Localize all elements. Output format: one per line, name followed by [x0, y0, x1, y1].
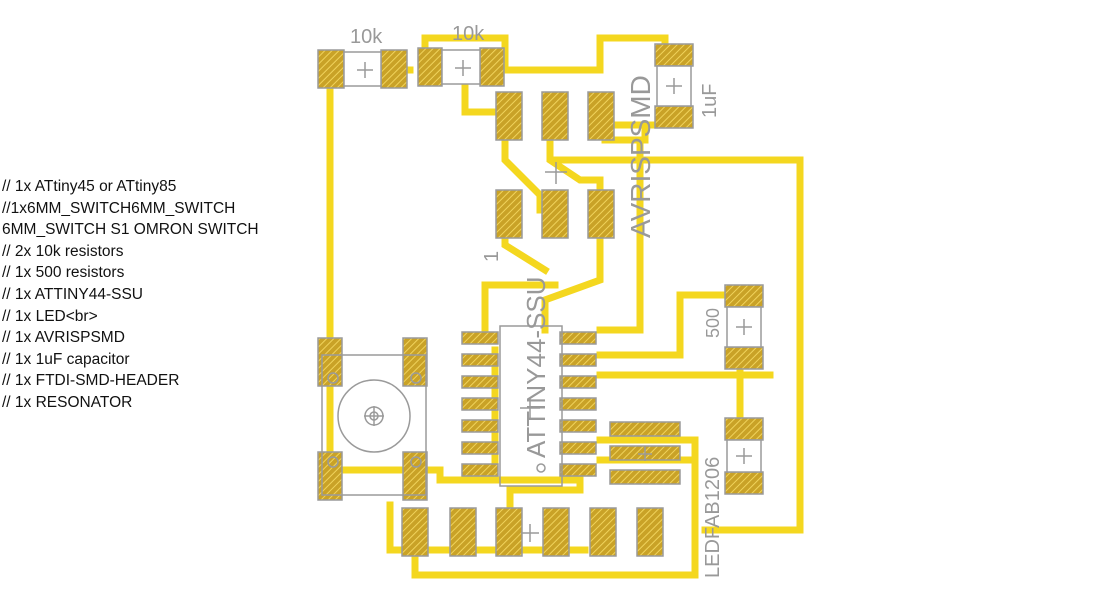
center-mark — [520, 398, 540, 418]
note-line: 6MM_SWITCH S1 OMRON SWITCH — [2, 221, 259, 239]
pad — [589, 507, 617, 557]
note-line: // 1x FTDI-SMD-HEADER — [2, 372, 180, 390]
pad — [724, 346, 764, 370]
label-resistor-10k-b: 10k — [452, 23, 485, 45]
pad — [609, 469, 681, 485]
pin1-marker — [536, 463, 546, 473]
pad — [542, 507, 570, 557]
pad — [636, 507, 664, 557]
note-line: // 1x 1uF capacitor — [2, 350, 130, 368]
label-resistor-10k-a: 10k — [350, 26, 383, 48]
trace — [481, 281, 559, 334]
pad — [559, 463, 597, 477]
pad — [559, 397, 597, 411]
pad — [559, 331, 597, 345]
pad — [724, 471, 764, 495]
pad — [559, 419, 597, 433]
center-mark — [666, 78, 682, 94]
trace — [541, 106, 604, 334]
note-line: // 2x 10k resistors — [2, 242, 124, 260]
pad — [495, 91, 523, 141]
note-line: // 1x LED<br> — [2, 307, 98, 325]
pad — [587, 91, 615, 141]
label-pin1: 1 — [481, 251, 503, 262]
note-line: // 1x AVRISPSMD — [2, 329, 125, 347]
switch-corner — [327, 372, 339, 384]
note-line: //1x6MM_SWITCH6MM_SWITCH — [2, 199, 236, 217]
pad — [654, 43, 694, 67]
trace — [596, 136, 644, 334]
trace — [501, 121, 544, 214]
pad — [402, 337, 428, 387]
center-mark — [736, 319, 752, 335]
switch-corner — [327, 456, 339, 468]
component-notes: // 1x ATtiny45 or ATtiny85 //1x6MM_SWITC… — [2, 176, 259, 414]
pad — [559, 353, 597, 367]
center-mark — [521, 524, 539, 542]
pad — [724, 417, 764, 441]
pad — [541, 189, 569, 239]
pad — [724, 284, 764, 308]
center-mark — [736, 448, 752, 464]
pad — [587, 189, 615, 239]
center-mark — [545, 162, 567, 184]
pad — [461, 441, 499, 455]
switch-corner — [410, 372, 422, 384]
pad — [417, 47, 443, 87]
switch-corner — [410, 456, 422, 468]
label-chip: ATTINY44-SSU — [521, 276, 551, 458]
silkscreen — [321, 49, 762, 542]
pad — [380, 49, 408, 89]
switch-outline — [321, 354, 427, 496]
pad — [317, 49, 345, 89]
label-avrispsmd: AVRISPSMD — [625, 75, 656, 238]
center-mark — [357, 62, 373, 78]
pad — [495, 507, 523, 557]
pad — [461, 419, 499, 433]
pad — [495, 189, 523, 239]
note-line: // 1x RESONATOR — [2, 393, 133, 411]
trace — [411, 436, 699, 579]
pad — [559, 441, 597, 455]
note-line: // 1x ATtiny45 or ATtiny85 — [2, 178, 177, 195]
pad — [654, 105, 694, 129]
note-line: // 1x ATTINY44-SSU — [2, 285, 143, 303]
pad — [541, 91, 569, 141]
component-outline — [441, 49, 481, 85]
pads — [317, 43, 764, 557]
pad — [609, 421, 681, 437]
pad — [401, 507, 429, 557]
center-mark — [638, 447, 652, 461]
center-mark — [364, 406, 384, 426]
switch-button — [337, 379, 411, 453]
pad — [559, 375, 597, 389]
pad — [449, 507, 477, 557]
pad — [461, 353, 499, 367]
pad — [461, 397, 499, 411]
note-line: // 1x 500 resistors — [2, 264, 125, 282]
trace — [501, 34, 669, 74]
chip-outline — [499, 325, 563, 487]
component-labels: 10k 10k 1uF AVRISPSMD 1 ATTINY44-SSU 500… — [350, 23, 724, 578]
pad — [461, 331, 499, 345]
center-mark — [455, 60, 471, 76]
pad — [461, 463, 499, 477]
label-capacitor: 1uF — [699, 84, 721, 118]
label-led: LEDFAB1206 — [702, 457, 724, 578]
pad — [461, 375, 499, 389]
component-outline — [343, 51, 382, 87]
trace — [596, 291, 744, 359]
pad — [402, 451, 428, 501]
trace — [411, 466, 584, 534]
pad — [479, 47, 505, 87]
trace — [551, 156, 804, 534]
label-resistor-500: 500 — [703, 308, 723, 338]
